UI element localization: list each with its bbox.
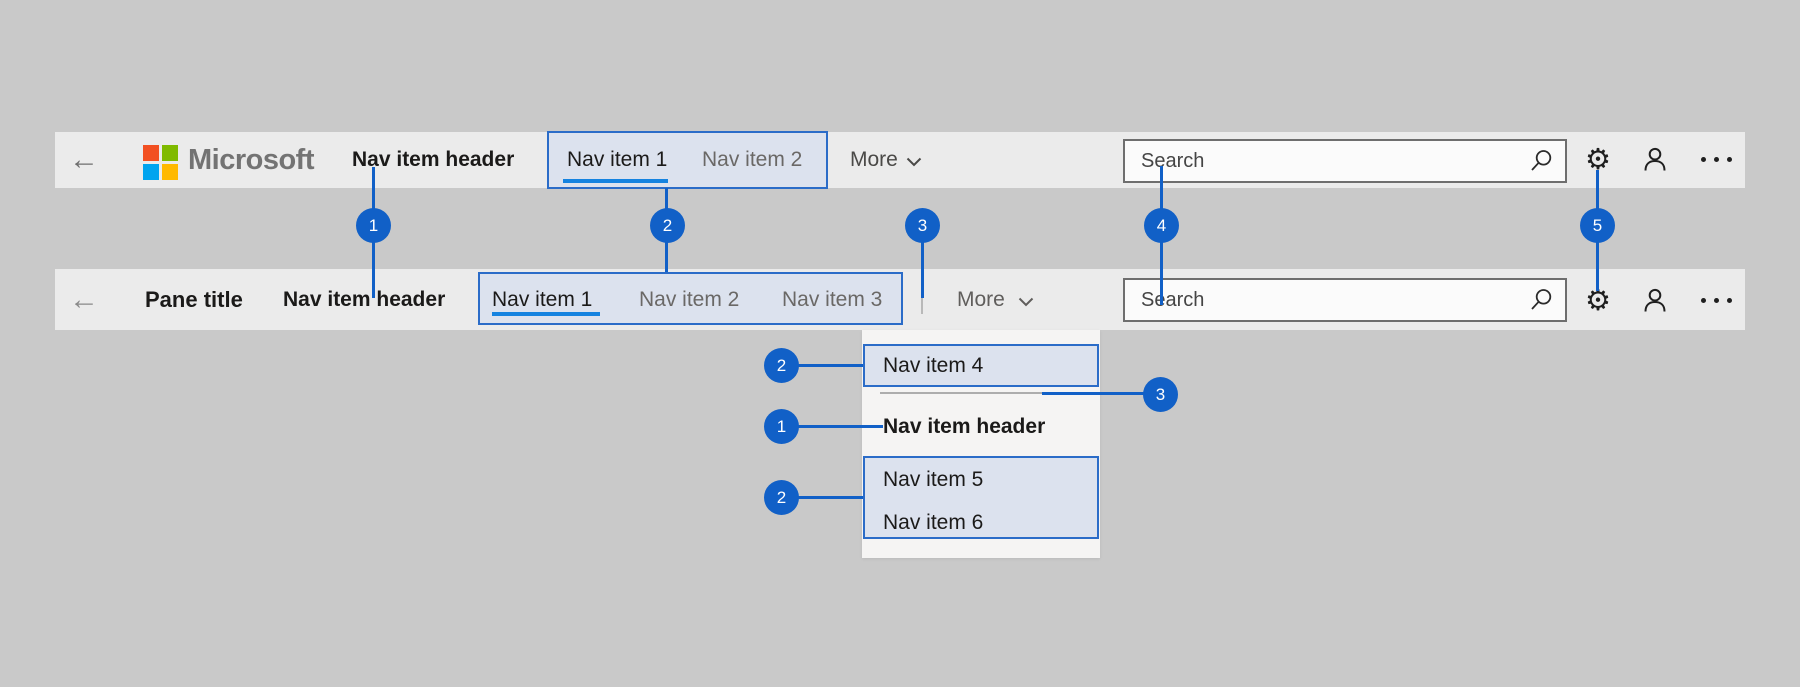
callout-badge-2-menu: 2 bbox=[764, 348, 799, 383]
logo-square-red bbox=[143, 145, 159, 161]
panebar-nav-item-header[interactable]: Nav item header bbox=[283, 288, 446, 311]
callout-box-nav-items-pane bbox=[478, 272, 903, 325]
logo-square-yellow bbox=[162, 164, 178, 180]
callout-badge-4: 4 bbox=[1144, 208, 1179, 243]
menu-nav-item-5[interactable]: Nav item 5 bbox=[883, 468, 984, 491]
selected-tab-underline bbox=[563, 179, 668, 183]
callout-line-menu-1 bbox=[782, 425, 883, 428]
panebar-search-input[interactable] bbox=[1125, 288, 1529, 312]
microsoft-wordmark[interactable]: Microsoft bbox=[188, 143, 315, 176]
ellipsis-dot bbox=[1714, 157, 1719, 162]
panebar-more-button[interactable]: More bbox=[957, 288, 1005, 311]
callout-badge-1-menu: 1 bbox=[764, 409, 799, 444]
topbar-nav-item-1[interactable]: Nav item 1 bbox=[567, 148, 668, 171]
panebar-search-box[interactable] bbox=[1123, 278, 1567, 322]
back-arrow-icon[interactable]: ← bbox=[64, 143, 104, 177]
microsoft-logo-icon[interactable] bbox=[143, 145, 178, 180]
selected-tab-underline bbox=[492, 312, 600, 316]
callout-badge-3: 3 bbox=[905, 208, 940, 243]
topbar-search-box[interactable] bbox=[1123, 139, 1567, 183]
menu-nav-item-4[interactable]: Nav item 4 bbox=[883, 354, 984, 377]
account-person-icon[interactable] bbox=[1642, 287, 1668, 313]
menu-separator bbox=[880, 392, 1042, 394]
callout-badge-3-menu: 3 bbox=[1143, 377, 1178, 412]
ellipsis-dot bbox=[1727, 157, 1732, 162]
callout-line-menu-2a bbox=[782, 364, 863, 367]
ellipsis-dot bbox=[1701, 157, 1706, 162]
back-arrow-icon[interactable]: ← bbox=[64, 283, 104, 317]
callout-box-menu-items-5-6 bbox=[863, 456, 1099, 539]
panebar-nav-item-1[interactable]: Nav item 1 bbox=[492, 288, 593, 311]
more-options-ellipsis-icon[interactable] bbox=[1701, 298, 1732, 303]
pane-title: Pane title bbox=[145, 287, 243, 312]
more-options-ellipsis-icon[interactable] bbox=[1701, 157, 1732, 162]
chevron-down-icon[interactable] bbox=[906, 157, 922, 167]
logo-square-blue bbox=[143, 164, 159, 180]
callout-badge-5: 5 bbox=[1580, 208, 1615, 243]
callout-box-menu-item-4 bbox=[863, 344, 1099, 387]
ellipsis-dot bbox=[1701, 298, 1706, 303]
callout-line-menu-3 bbox=[1042, 392, 1161, 395]
chevron-down-icon[interactable] bbox=[1018, 297, 1034, 307]
callout-line-3 bbox=[921, 226, 924, 298]
callout-badge-1: 1 bbox=[356, 208, 391, 243]
account-person-icon[interactable] bbox=[1642, 146, 1668, 172]
logo-square-green bbox=[162, 145, 178, 161]
search-icon[interactable] bbox=[1529, 288, 1553, 312]
callout-line-menu-2b bbox=[782, 496, 863, 499]
topbar-search-input[interactable] bbox=[1125, 149, 1529, 173]
panebar-nav-item-2[interactable]: Nav item 2 bbox=[639, 288, 740, 311]
nav-overflow-divider bbox=[921, 294, 923, 314]
ellipsis-dot bbox=[1727, 298, 1732, 303]
menu-nav-item-6[interactable]: Nav item 6 bbox=[883, 511, 984, 534]
back-arrow-glyph: ← bbox=[69, 143, 99, 176]
topbar-nav-item-2[interactable]: Nav item 2 bbox=[702, 148, 803, 171]
topbar-nav-item-header[interactable]: Nav item header bbox=[352, 148, 515, 171]
menu-nav-item-header: Nav item header bbox=[883, 415, 1046, 438]
callout-badge-2: 2 bbox=[650, 208, 685, 243]
panebar-nav-item-3[interactable]: Nav item 3 bbox=[782, 288, 883, 311]
search-icon[interactable] bbox=[1529, 149, 1553, 173]
back-arrow-glyph: ← bbox=[69, 283, 99, 316]
ellipsis-dot bbox=[1714, 298, 1719, 303]
topbar-more-button[interactable]: More bbox=[850, 148, 898, 171]
callout-badge-2-menu-b: 2 bbox=[764, 480, 799, 515]
